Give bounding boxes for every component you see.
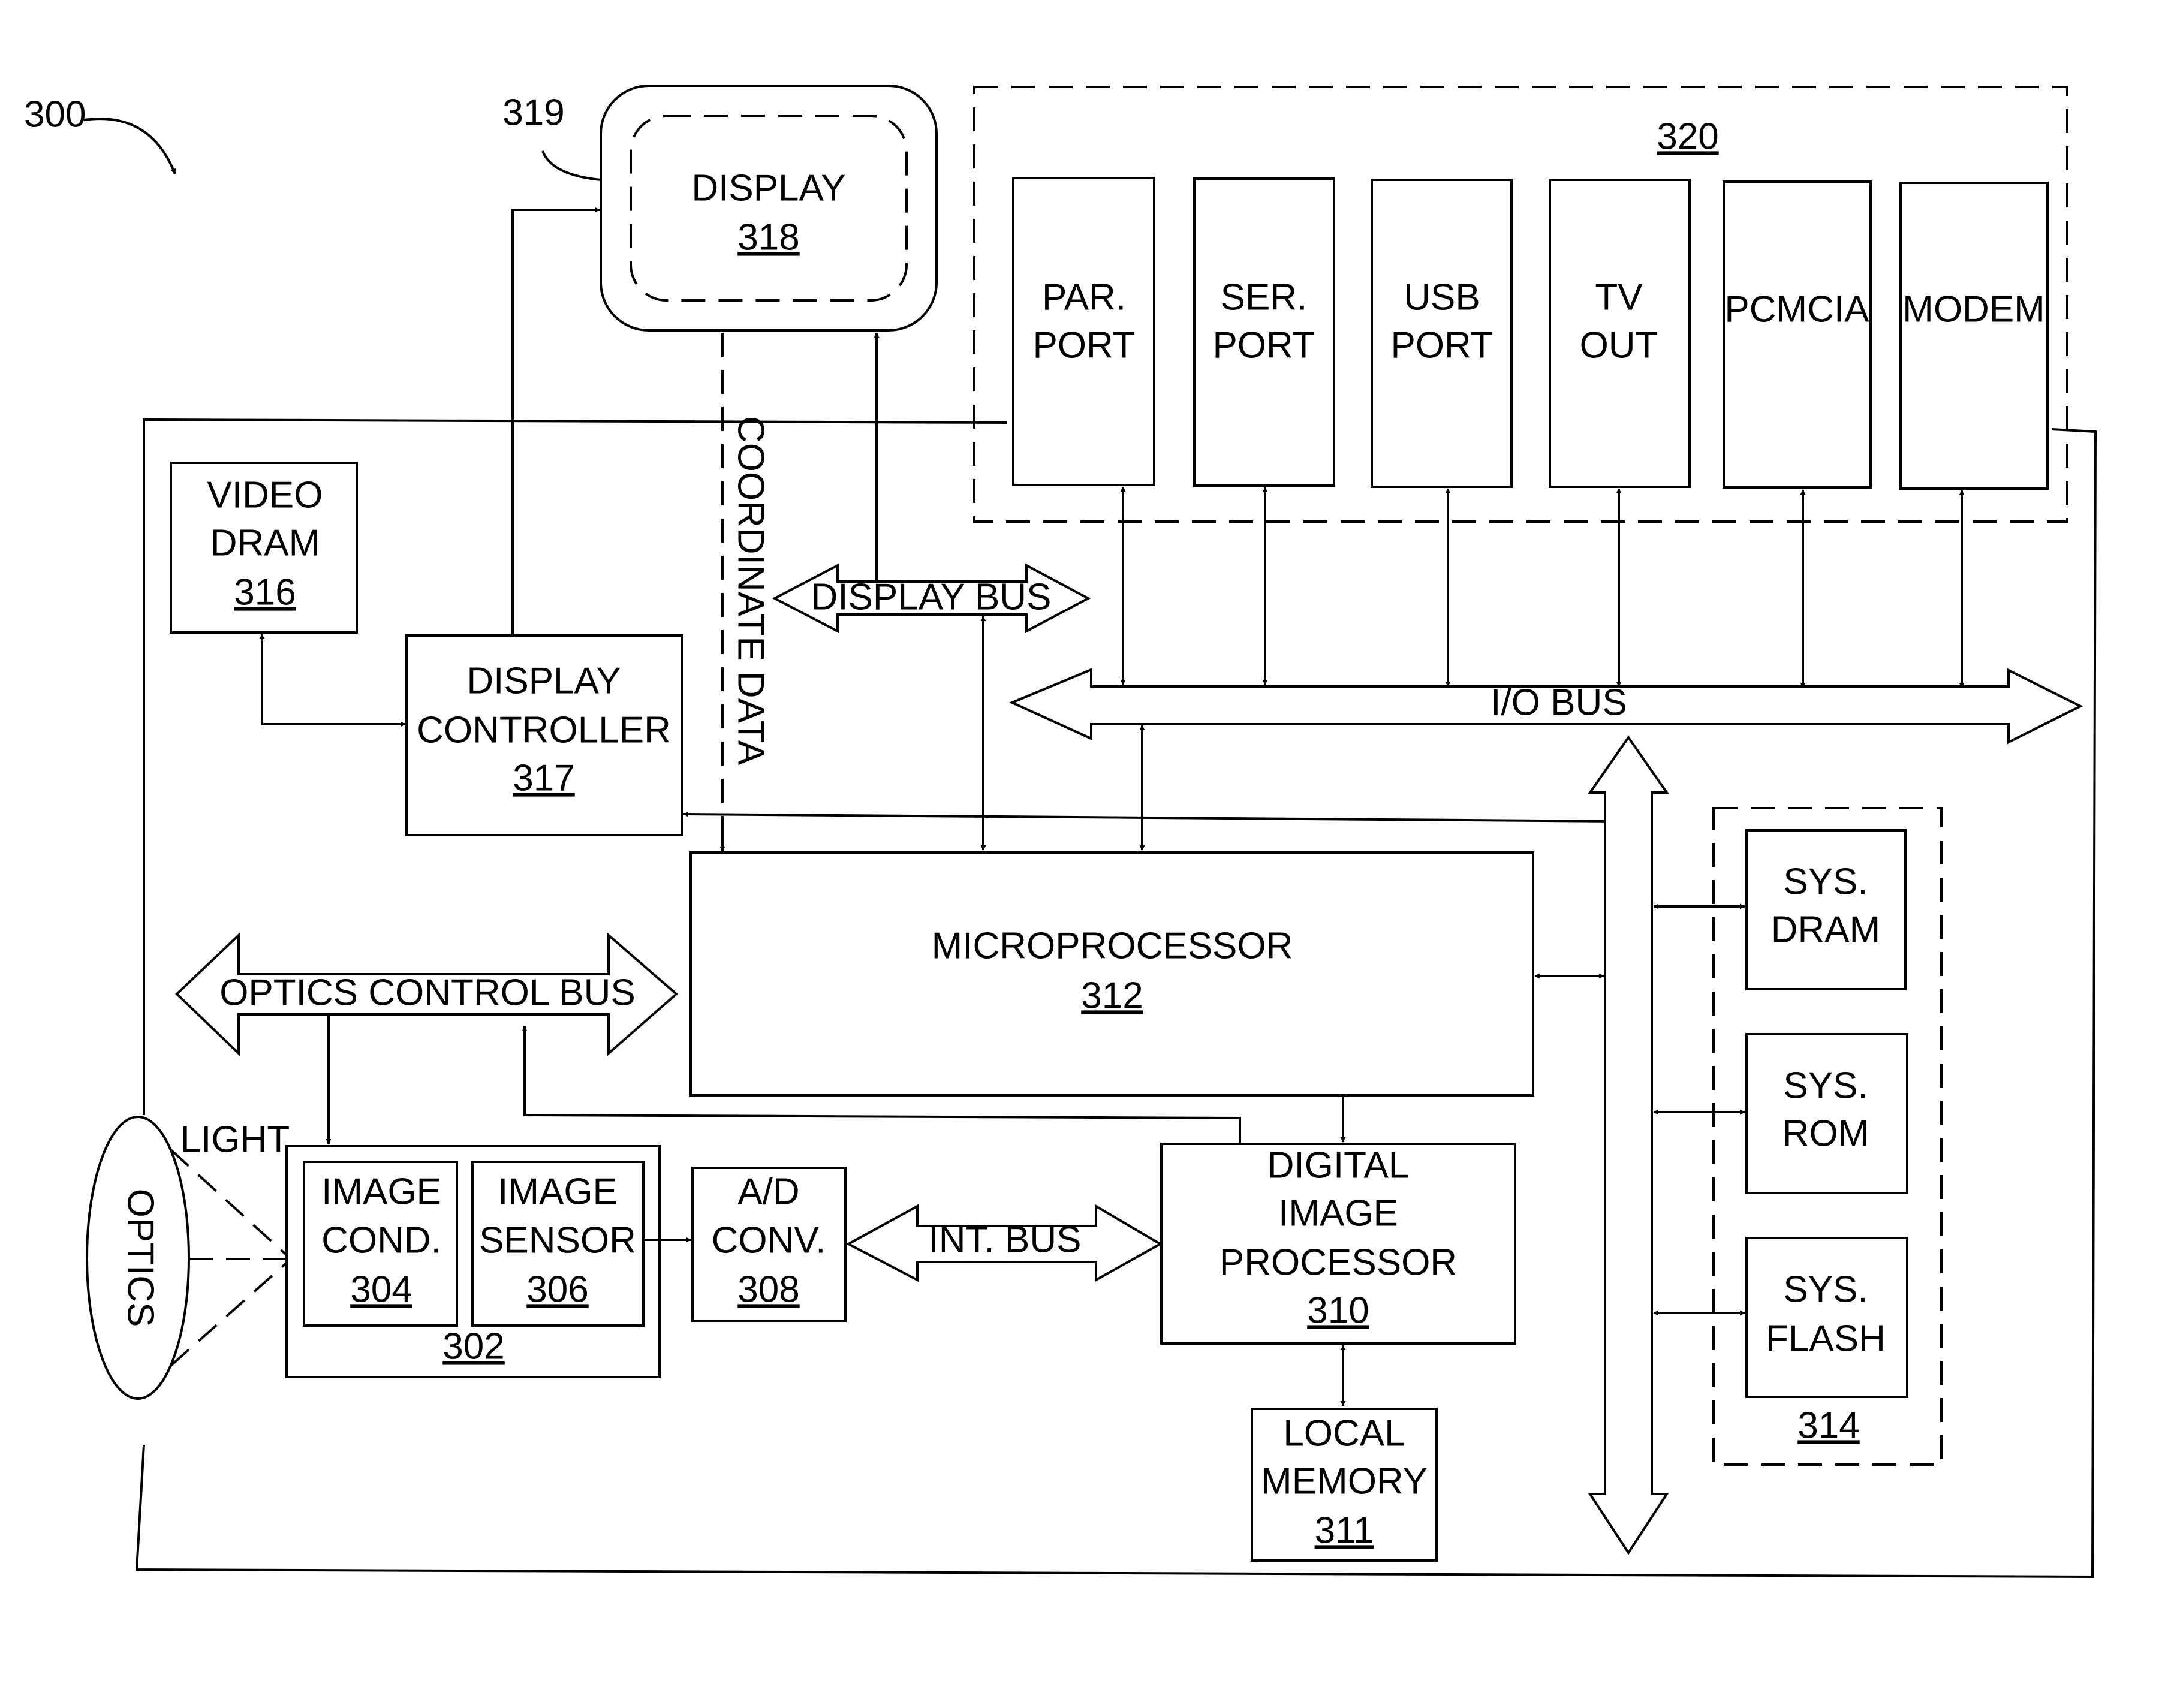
port-ser: SER. PORT — [1194, 179, 1334, 486]
light-label: LIGHT — [180, 1119, 290, 1160]
svg-text:PCMCIA: PCMCIA — [1724, 288, 1869, 330]
svg-text:320: 320 — [1657, 116, 1718, 157]
svg-text:311: 311 — [1315, 1510, 1374, 1551]
port-tv-out: TV OUT — [1550, 180, 1690, 487]
svg-text:COND.: COND. — [321, 1219, 441, 1261]
figure-ref-300: 300 — [24, 94, 175, 174]
svg-text:319: 319 — [502, 92, 564, 133]
port-modem: MODEM — [1901, 183, 2047, 489]
svg-text:DISPLAY: DISPLAY — [466, 660, 621, 701]
port-pcmcia: PCMCIA — [1724, 182, 1871, 487]
svg-text:IMAGE: IMAGE — [498, 1171, 618, 1212]
svg-text:SENSOR: SENSOR — [479, 1219, 636, 1261]
svg-text:304: 304 — [350, 1269, 412, 1310]
optics-control-bus: OPTICS CONTROL BUS — [177, 935, 676, 1053]
svg-text:FLASH: FLASH — [1766, 1318, 1886, 1359]
svg-text:OPTICS: OPTICS — [120, 1189, 161, 1327]
svg-text:PORT: PORT — [1390, 324, 1493, 366]
ad-conv-308: A/D CONV. 308 — [692, 1168, 845, 1321]
svg-text:316: 316 — [234, 571, 296, 613]
image-sensor-306: IMAGE SENSOR 306 — [472, 1162, 643, 1326]
svg-text:SYS.: SYS. — [1783, 861, 1868, 902]
display-318: DISPLAY 318 — [601, 86, 937, 330]
microprocessor-312: MICROPROCESSOR 312 — [691, 853, 1533, 1095]
svg-text:LOCAL: LOCAL — [1283, 1412, 1405, 1454]
svg-text:OPTICS CONTROL BUS: OPTICS CONTROL BUS — [219, 972, 636, 1013]
optics: OPTICS — [87, 1117, 189, 1399]
svg-text:SYS.: SYS. — [1783, 1269, 1868, 1310]
svg-text:PORT: PORT — [1212, 324, 1315, 366]
sys-dram: SYS. DRAM — [1747, 830, 1905, 989]
svg-text:I/O BUS: I/O BUS — [1491, 682, 1627, 723]
svg-text:A/D: A/D — [737, 1171, 799, 1212]
svg-text:TV: TV — [1595, 276, 1643, 318]
svg-text:306: 306 — [526, 1269, 588, 1310]
svg-text:300: 300 — [24, 94, 86, 135]
svg-text:VIDEO: VIDEO — [207, 474, 323, 516]
image-cond-304: IMAGE COND. 304 — [304, 1162, 457, 1326]
svg-text:ROM: ROM — [1782, 1113, 1869, 1154]
svg-text:INT. BUS: INT. BUS — [929, 1219, 1082, 1260]
sys-rom: SYS. ROM — [1747, 1034, 1907, 1193]
svg-text:IMAGE: IMAGE — [321, 1171, 441, 1212]
video-dram-316: VIDEO DRAM 316 — [171, 463, 357, 632]
svg-text:312: 312 — [1081, 975, 1143, 1016]
local-memory-311: LOCAL MEMORY 311 — [1252, 1409, 1437, 1561]
svg-text:PORT: PORT — [1032, 324, 1135, 366]
svg-text:308: 308 — [737, 1269, 799, 1310]
display-bus: DISPLAY BUS — [775, 565, 1088, 631]
svg-text:DRAM: DRAM — [1771, 909, 1881, 950]
svg-text:CONTROLLER: CONTROLLER — [417, 709, 671, 751]
svg-text:DISPLAY: DISPLAY — [691, 167, 845, 209]
svg-text:PAR.: PAR. — [1042, 276, 1126, 318]
svg-text:314: 314 — [1797, 1405, 1859, 1446]
display-controller-317: DISPLAY CONTROLLER 317 — [407, 635, 682, 835]
io-bus: I/O BUS — [1012, 670, 2080, 742]
port-par: PAR. PORT — [1013, 178, 1154, 485]
svg-text:DRAM: DRAM — [210, 522, 320, 564]
svg-text:302: 302 — [442, 1326, 504, 1367]
svg-text:MEMORY: MEMORY — [1261, 1460, 1428, 1502]
sys-flash: SYS. FLASH — [1747, 1238, 1907, 1397]
svg-text:DISPLAY BUS: DISPLAY BUS — [811, 576, 1052, 617]
svg-text:SER.: SER. — [1221, 276, 1308, 318]
svg-text:CONV.: CONV. — [712, 1219, 826, 1261]
svg-text:310: 310 — [1307, 1290, 1369, 1331]
svg-text:318: 318 — [737, 216, 799, 258]
svg-text:DIGITAL: DIGITAL — [1267, 1144, 1410, 1186]
svg-text:SYS.: SYS. — [1783, 1065, 1868, 1106]
svg-text:PROCESSOR: PROCESSOR — [1220, 1242, 1457, 1283]
svg-text:MICROPROCESSOR: MICROPROCESSOR — [932, 925, 1293, 966]
system-bus-vertical — [1590, 737, 1667, 1553]
port-usb: USB PORT — [1372, 180, 1511, 487]
int-bus: INT. BUS — [848, 1206, 1160, 1280]
svg-text:OUT: OUT — [1580, 324, 1658, 366]
coordinate-data-label: COORDINATE DATA — [730, 416, 772, 766]
digital-image-processor-310: DIGITAL IMAGE PROCESSOR 310 — [1161, 1144, 1515, 1343]
svg-text:MODEM: MODEM — [1902, 288, 2045, 330]
svg-text:317: 317 — [513, 757, 574, 799]
port-bus-arrows — [1123, 487, 1962, 688]
svg-text:USB: USB — [1404, 276, 1480, 318]
display-ref-319: 319 — [502, 92, 601, 180]
svg-text:IMAGE: IMAGE — [1278, 1192, 1398, 1234]
